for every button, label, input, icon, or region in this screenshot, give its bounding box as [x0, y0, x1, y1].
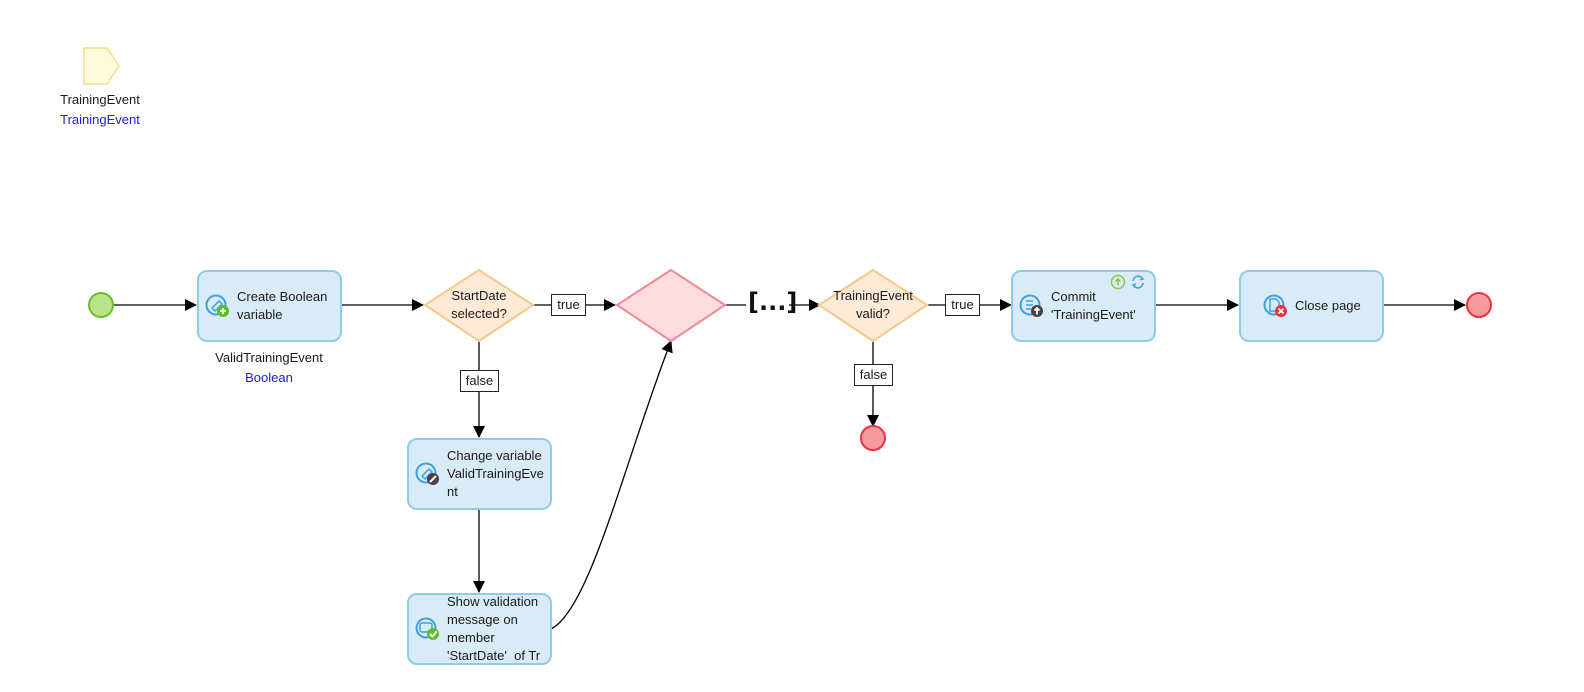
activity-label: Close page: [1295, 298, 1361, 313]
activity-create-variable[interactable]: Create Boolean variable: [197, 270, 342, 342]
flow-validation-to-merge[interactable]: [550, 340, 673, 630]
parameter-name: TrainingEvent: [60, 92, 140, 107]
parameter-icon[interactable]: [83, 47, 120, 85]
collapsed-section-ellipsis[interactable]: [...]: [748, 288, 798, 316]
validation-message-icon: [415, 616, 441, 642]
activity-show-validation[interactable]: Show validation message on member 'Start…: [407, 593, 552, 665]
activity-label: Create Boolean variable: [237, 289, 328, 322]
change-variable-icon: [415, 461, 441, 487]
decision-startdate-diamond[interactable]: [423, 268, 535, 343]
activity-label: Show validation message on member 'Start…: [447, 594, 541, 663]
flow-label-false[interactable]: false: [460, 370, 499, 392]
activity-change-variable[interactable]: Change variable ValidTrainingEvent: [407, 438, 552, 510]
refresh-in-client-icon: [1130, 274, 1146, 290]
with-events-icon: [1110, 274, 1126, 290]
flow-label-false[interactable]: false: [854, 364, 893, 386]
decision-valid-label[interactable]: TrainingEvent valid?: [833, 288, 913, 321]
decision-valid-diamond[interactable]: [817, 268, 929, 343]
flow-label-true[interactable]: true: [551, 294, 586, 316]
activity-label: Commit 'TrainingEvent': [1051, 289, 1136, 322]
decision-startdate-label[interactable]: StartDate selected?: [451, 288, 507, 321]
activity-close-page[interactable]: Close page: [1239, 270, 1384, 342]
parameter-type[interactable]: TrainingEvent: [60, 112, 140, 127]
create-variable-icon: [205, 293, 231, 319]
start-event-icon[interactable]: [88, 292, 114, 318]
activity-label: Change variable ValidTrainingEvent: [447, 448, 544, 499]
activity-commit[interactable]: Commit 'TrainingEvent': [1011, 270, 1156, 342]
end-event-icon-invalid[interactable]: [860, 425, 886, 451]
variable-output-name: ValidTrainingEvent: [215, 350, 323, 365]
flow-label-true[interactable]: true: [945, 294, 980, 316]
variable-output-type[interactable]: Boolean: [245, 370, 293, 385]
merge-gateway[interactable]: [615, 268, 727, 343]
commit-icon: [1019, 293, 1045, 319]
end-event-icon-main[interactable]: [1466, 292, 1492, 318]
close-page-icon: [1263, 293, 1289, 319]
